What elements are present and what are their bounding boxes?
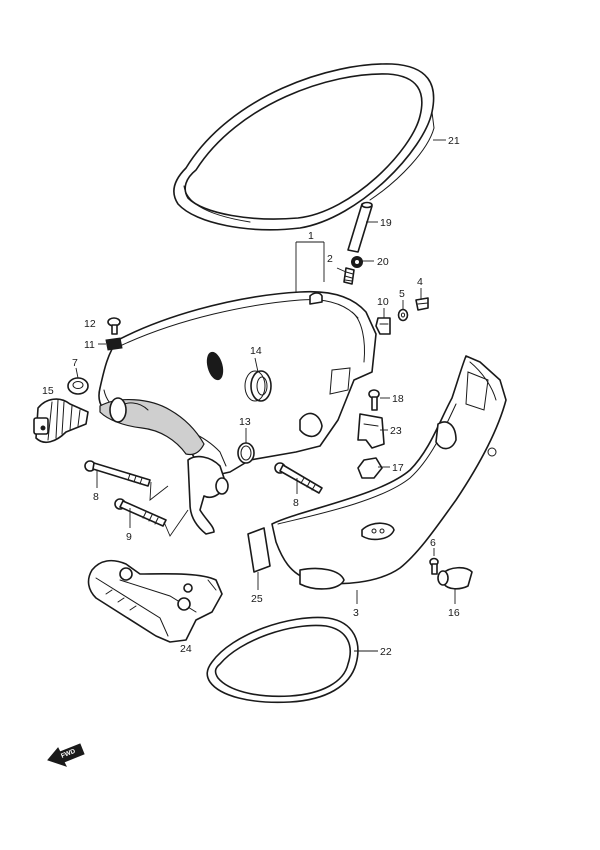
callout-22: 22 bbox=[380, 646, 392, 658]
callout-16: 16 bbox=[448, 607, 460, 619]
callout-3: 3 bbox=[353, 607, 359, 619]
part-5-washer bbox=[397, 308, 409, 322]
part-6-screw bbox=[429, 557, 439, 575]
part-4-bolt bbox=[415, 297, 429, 311]
part-10-clip bbox=[375, 317, 391, 335]
callout-6: 6 bbox=[430, 537, 436, 549]
callout-13: 13 bbox=[239, 416, 251, 428]
callout-4: 4 bbox=[417, 276, 423, 288]
callout-1: 1 bbox=[308, 230, 314, 242]
callout-labels: 21 19 1 2 20 4 5 10 12 11 7 14 15 18 13 … bbox=[42, 135, 460, 658]
fwd-arrow-icon: FWD bbox=[47, 743, 85, 767]
callout-9: 9 bbox=[126, 531, 132, 543]
part-12-screw bbox=[107, 317, 121, 335]
callout-21: 21 bbox=[448, 135, 460, 147]
callout-8-left: 8 bbox=[93, 491, 99, 503]
callout-10: 10 bbox=[377, 296, 389, 308]
part-20-grommet bbox=[351, 256, 363, 268]
part-23-bracket bbox=[357, 413, 385, 449]
callout-19: 19 bbox=[380, 217, 392, 229]
callout-24: 24 bbox=[180, 643, 192, 655]
part-16-knob bbox=[437, 566, 473, 590]
part-13-ring bbox=[237, 442, 255, 464]
callout-25: 25 bbox=[251, 593, 263, 605]
part-8-bolt-left bbox=[84, 460, 151, 487]
part-7-grommet bbox=[67, 377, 89, 395]
part-25-pad bbox=[247, 527, 271, 573]
part-15-plug bbox=[33, 398, 89, 444]
part-21-upper-seal bbox=[173, 63, 435, 231]
part-1-cover-lh bbox=[98, 290, 377, 535]
leader-lines bbox=[75, 139, 456, 652]
part-2-fitting bbox=[343, 267, 355, 285]
callout-17: 17 bbox=[392, 462, 404, 474]
callout-12: 12 bbox=[84, 318, 96, 330]
part-18-screw bbox=[368, 389, 380, 411]
callout-8-right: 8 bbox=[293, 497, 299, 509]
part-22-lower-seal bbox=[206, 616, 359, 704]
callout-5: 5 bbox=[399, 288, 405, 300]
part-19-tube bbox=[347, 201, 373, 253]
callout-18: 18 bbox=[392, 393, 404, 405]
callout-23: 23 bbox=[390, 425, 402, 437]
part-11-nut bbox=[105, 337, 123, 351]
part-17-nut bbox=[357, 457, 383, 479]
part-3-cover-rh bbox=[271, 355, 507, 590]
part-8-bolt-right bbox=[274, 462, 323, 494]
part-24-bracket bbox=[87, 559, 223, 643]
part-14-grommet bbox=[244, 370, 272, 402]
callout-7: 7 bbox=[72, 357, 78, 369]
callout-14: 14 bbox=[250, 345, 262, 357]
part-9-bolt bbox=[114, 498, 167, 527]
callout-2: 2 bbox=[327, 253, 333, 265]
callout-20: 20 bbox=[377, 256, 389, 268]
callout-11: 11 bbox=[84, 339, 95, 351]
callout-15: 15 bbox=[42, 385, 54, 397]
